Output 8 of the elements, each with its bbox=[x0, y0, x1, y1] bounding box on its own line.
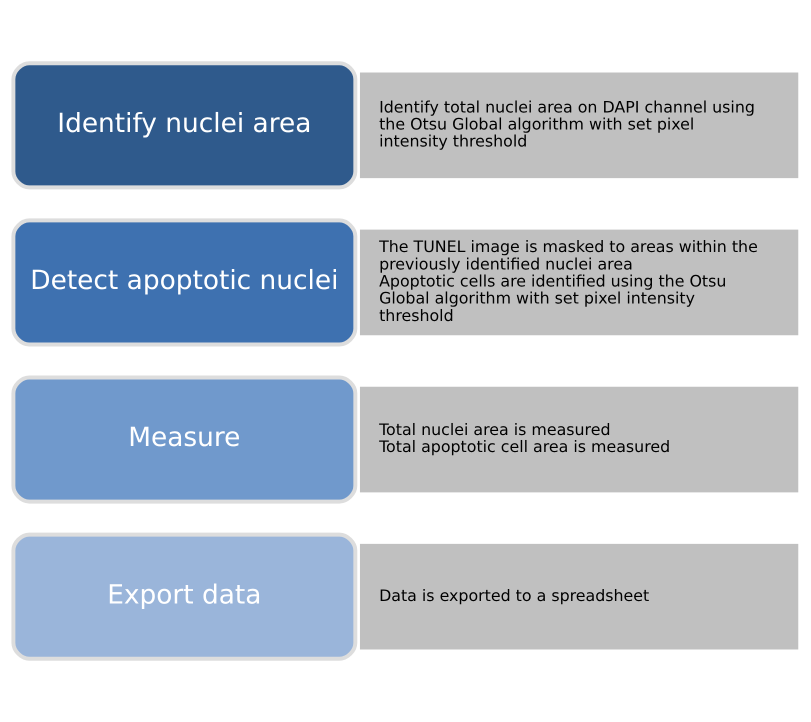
node-box: Identify total nuclei area on DAPI channel using the Otsu Global algorithm with set pixel intensity threshold bbox=[360, 72, 798, 178]
node-box: Total nuclei area is measured Total apoptotic cell area is measured bbox=[360, 386, 798, 492]
node-box: Detect apoptotic nuclei bbox=[11, 218, 358, 346]
node-box: The TUNEL image is masked to areas within the previously identified nuclei area Apoptotic cells are identified using the Otsu Global algorithm with set pixel intensity threshold bbox=[360, 230, 798, 336]
node-box: Identify nuclei area bbox=[11, 61, 358, 190]
node-box: Data is exported to a spreadsheet bbox=[360, 544, 798, 650]
node-box: Measure bbox=[11, 376, 358, 504]
node-box: Export data bbox=[11, 532, 358, 661]
